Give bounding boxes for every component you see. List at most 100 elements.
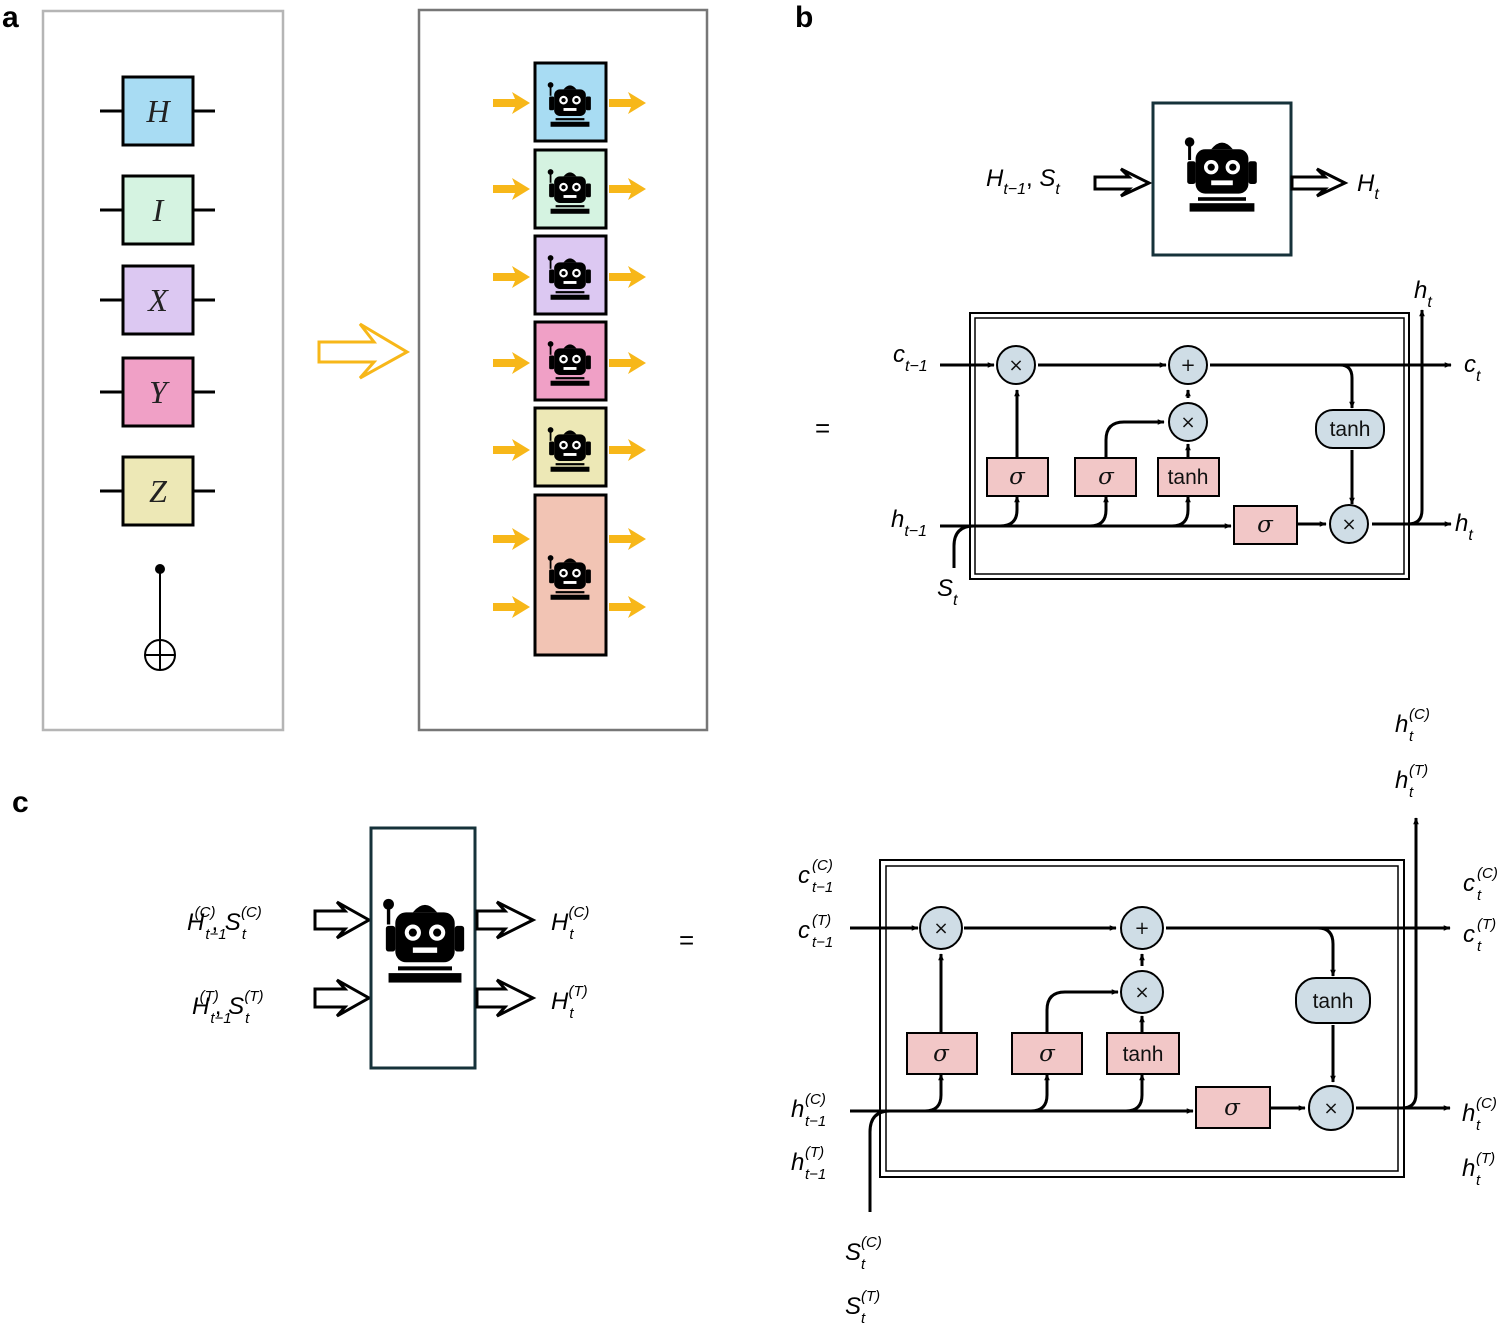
c-prev-t-label-sub: t−1 <box>812 934 833 951</box>
c-prev-c-label-main: c <box>798 862 810 889</box>
svg-text:tanh: tanh <box>1123 1043 1164 1066</box>
h-prev-c-label-sup: (C) <box>805 1091 826 1108</box>
s-c-label-sup: (C) <box>861 1234 882 1251</box>
s-c-label-sub: t <box>861 1256 866 1273</box>
lstm-c-inner-frame <box>885 865 1399 1172</box>
lstm-c-wires <box>850 817 1451 1212</box>
output-multiply-op: × <box>1329 504 1369 544</box>
arrow-icon <box>493 439 530 461</box>
equals-sign: = <box>815 413 830 443</box>
forget-multiply-op: × <box>919 906 963 950</box>
lstm-c-ops: × + × × tanh σ σ tanh σ <box>906 906 1371 1131</box>
h-next-t-label-sup: (T) <box>1476 1150 1495 1167</box>
c-next-t-label-main: c <box>1463 921 1475 948</box>
agent-2 <box>493 148 646 230</box>
arrow-icon <box>493 266 530 288</box>
svg-text:×: × <box>1008 355 1023 376</box>
lstm-b-ops: × + × × tanh σ σ tanh σ <box>986 345 1385 545</box>
h-next-c-label-main: h <box>1462 1100 1475 1127</box>
coupled-output-t-label: Ht(T) <box>551 983 588 1022</box>
output-sigma-gate: σ <box>1233 505 1298 545</box>
output-c-arrow-icon <box>475 900 537 940</box>
c-next-label: ct <box>1464 351 1481 385</box>
cell-output-label: Ht <box>1357 170 1379 203</box>
svg-text:×: × <box>1341 514 1356 535</box>
h-prev-t-label-main: h <box>791 1149 804 1176</box>
svg-text:σ: σ <box>1039 1041 1056 1067</box>
arrow-icon <box>609 352 646 374</box>
gate-h: H <box>100 75 215 147</box>
input-t-arrow-icon <box>313 978 373 1018</box>
h-prev-t-label-sup: (T) <box>805 1144 824 1161</box>
tanh-op: tanh <box>1295 977 1371 1024</box>
c-prev-label: ct−1 <box>893 341 928 375</box>
coupled-output-c-label: Ht(C) <box>551 904 589 943</box>
gate-x: X <box>100 264 215 336</box>
h-top-t-label-sub: t <box>1409 784 1414 801</box>
c-next-t-label-sup: (T) <box>1477 916 1496 933</box>
gate-label: H <box>145 93 171 129</box>
svg-text:σ: σ <box>1257 512 1274 538</box>
lstm-inner-frame <box>974 317 1405 575</box>
h-prev-c-label-sub: t−1 <box>805 1113 826 1130</box>
panel-c-label: c <box>12 786 29 819</box>
agent-6 <box>493 493 646 657</box>
s-t-label-sub: t <box>861 1310 866 1326</box>
h-prev-t-label-sub: t−1 <box>805 1166 826 1183</box>
maps-to-arrow-icon <box>317 322 411 380</box>
arrow-icon <box>609 266 646 288</box>
h-top-label: ht <box>1414 277 1432 311</box>
forget-multiply-op: × <box>996 345 1036 385</box>
c-prev-c-label-sup: (C) <box>812 857 833 874</box>
svg-text:+: + <box>1134 918 1149 939</box>
agent-set-frame <box>417 8 709 732</box>
svg-text:tanh: tanh <box>1330 418 1371 441</box>
forget-sigma-gate: σ <box>906 1032 978 1075</box>
h-top-c-label-sub: t <box>1409 728 1414 745</box>
arrow-icon <box>493 178 530 200</box>
c-next-c-label-sub: t <box>1477 887 1482 904</box>
lstm-b-wires <box>940 309 1452 568</box>
h-prev-label: ht−1 <box>891 506 927 540</box>
cnot-icon <box>144 564 176 671</box>
h-next-c-label-sup: (C) <box>1476 1095 1497 1112</box>
s-t-label-sup: (T) <box>861 1288 880 1305</box>
h-top-c-label-main: h <box>1395 711 1408 738</box>
c-prev-c-label-sub: t−1 <box>812 879 833 896</box>
cell-add-op: + <box>1168 345 1208 385</box>
h-next-t-label-main: h <box>1462 1155 1475 1182</box>
output-sigma-gate: σ <box>1195 1086 1271 1129</box>
arrow-icon <box>493 92 530 114</box>
s-t-label-main: S <box>845 1293 861 1320</box>
coupled-input-t-label: Ht−1(T), St(T) <box>192 988 263 1027</box>
output-arrow-icon <box>1290 167 1349 198</box>
arrow-icon <box>609 596 646 618</box>
svg-text:×: × <box>1180 412 1195 433</box>
c-next-c-label-sup: (C) <box>1477 865 1498 882</box>
arrow-icon <box>493 352 530 374</box>
tanh-op: tanh <box>1315 409 1385 449</box>
cell-input-label: Ht−1, St <box>986 165 1060 198</box>
arrow-icon <box>493 528 530 550</box>
svg-text:+: + <box>1180 355 1195 376</box>
svg-text:×: × <box>1323 1098 1338 1119</box>
arrow-icon <box>493 596 530 618</box>
input-c-arrow-icon <box>313 900 373 940</box>
forget-sigma-gate: σ <box>986 457 1049 497</box>
agent-4 <box>493 320 646 402</box>
arrow-icon <box>609 92 646 114</box>
output-multiply-op: × <box>1308 1085 1354 1131</box>
h-next-label: ht <box>1455 510 1473 544</box>
cell-add-op: + <box>1120 906 1164 950</box>
lstm-c-outer-frame <box>879 859 1405 1178</box>
